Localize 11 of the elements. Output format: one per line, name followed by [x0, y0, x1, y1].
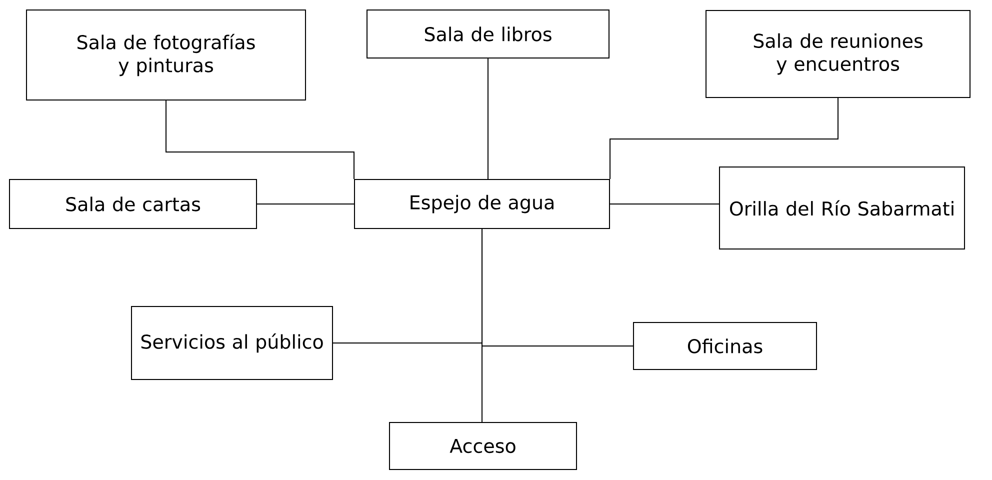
room-box: Sala de fotografías y pinturas — [26, 10, 306, 100]
room-box: Sala de reuniones y encuentros — [706, 10, 970, 98]
room-box: Acceso — [389, 422, 577, 470]
room-box: Oficinas — [633, 322, 817, 370]
room-box: Servicios al público — [131, 306, 333, 380]
connector-line — [166, 100, 354, 180]
room-box: Orilla del Río Sabarmati — [719, 166, 965, 250]
connector-line — [610, 98, 838, 180]
room-box: Sala de libros — [366, 10, 610, 58]
room-box: Espejo de agua — [354, 179, 610, 229]
room-box: Sala de cartas — [9, 179, 257, 229]
